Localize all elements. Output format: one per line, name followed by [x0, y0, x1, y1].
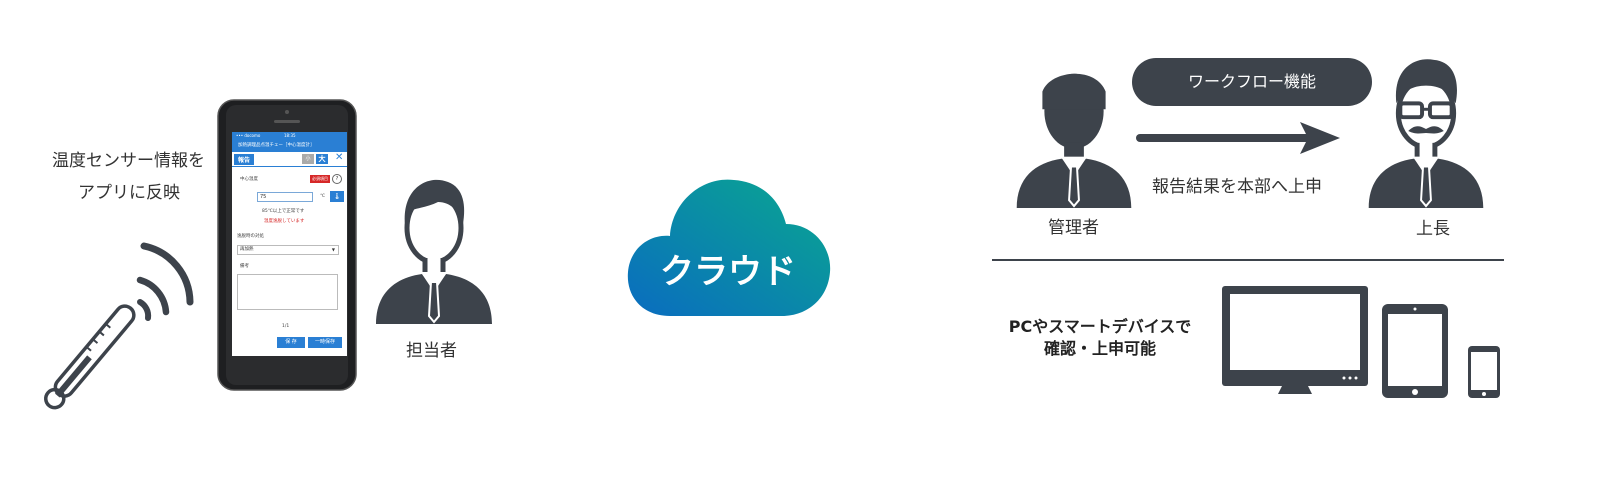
- staff-person-icon: [376, 179, 492, 324]
- manager-person-icon: [1016, 73, 1132, 209]
- manager-label: 管理者: [1048, 218, 1099, 238]
- font-size-small-button[interactable]: 小: [302, 154, 314, 164]
- devices-caption-line2: 確認・上申可能: [1043, 339, 1156, 358]
- phone-status-bar: ••• docomo 18:35: [232, 132, 347, 140]
- staff-label: 担当者: [406, 341, 457, 361]
- arrow-right-icon: [1136, 122, 1340, 154]
- devices-caption-line1: PCやスマートデバイスで: [1008, 317, 1192, 336]
- signal-wave-small: [137, 299, 152, 321]
- thermometer-icon: [44, 304, 136, 410]
- font-size-large-button[interactable]: 大: [316, 154, 328, 164]
- boss-label: 上長: [1416, 219, 1450, 239]
- temp-save-button[interactable]: 一時保存: [308, 337, 342, 348]
- temperature-input[interactable]: 75: [257, 192, 313, 202]
- pc-monitor-icon: [1222, 286, 1368, 394]
- thermometer-signal-icon: [44, 242, 194, 410]
- temperature-unit: ℃: [320, 194, 326, 199]
- required-badge: 必須項目: [310, 175, 330, 183]
- mustache-icon: [1408, 126, 1444, 134]
- status-carrier: ••• docomo: [236, 133, 261, 138]
- cloud-icon: [627, 179, 831, 316]
- cloud-label: クラウド: [660, 252, 796, 292]
- tab-report[interactable]: 報告: [234, 154, 255, 165]
- note-normal-range: 85℃以上で正常です: [262, 209, 305, 214]
- phone-screen: ••• docomo 18:35 加熱調理品点温チェー［中心温度計］ 報告 小 …: [232, 132, 347, 356]
- field-label-core-temp: 中心温度: [240, 177, 258, 182]
- action-select-value: 再加熱: [240, 247, 254, 252]
- boss-person-icon: [1368, 59, 1484, 209]
- arrow-caption: 報告結果を本部へ上申: [1152, 177, 1322, 197]
- chevron-down-icon: ▼: [331, 247, 335, 252]
- close-icon[interactable]: ✕: [335, 152, 344, 163]
- field-label-action: 逸脱時の対処: [237, 234, 264, 239]
- status-time: 18:35: [284, 133, 296, 138]
- sensor-text-line1: 温度センサー情報を: [52, 151, 205, 171]
- page-indicator: 1/1: [282, 324, 290, 329]
- app-title-bar: 加熱調理品点温チェー［中心温度計］: [232, 140, 347, 152]
- sensor-text-line2: アプリに反映: [78, 183, 180, 203]
- save-button[interactable]: 保 存: [277, 337, 305, 348]
- tablet-icon: [1382, 304, 1448, 398]
- remarks-textarea[interactable]: [237, 274, 338, 310]
- glasses-icon: [1398, 101, 1425, 120]
- thermometer-read-icon[interactable]: 🌡: [330, 191, 344, 202]
- help-icon[interactable]: ?: [332, 174, 342, 184]
- signal-wave-large: [140, 242, 194, 306]
- workflow-badge: ワークフロー機能: [1132, 58, 1372, 106]
- field-label-remarks: 備考: [240, 264, 249, 269]
- report-tab-row: 報告 小 大 ✕: [232, 152, 347, 167]
- signal-wave-medium: [136, 276, 170, 316]
- action-select[interactable]: 再加熱 ▼: [237, 245, 339, 255]
- smartphone-icon: [1468, 346, 1500, 398]
- note-deviation-warning: 温度逸脱しています: [264, 219, 305, 224]
- section-divider: [992, 259, 1504, 261]
